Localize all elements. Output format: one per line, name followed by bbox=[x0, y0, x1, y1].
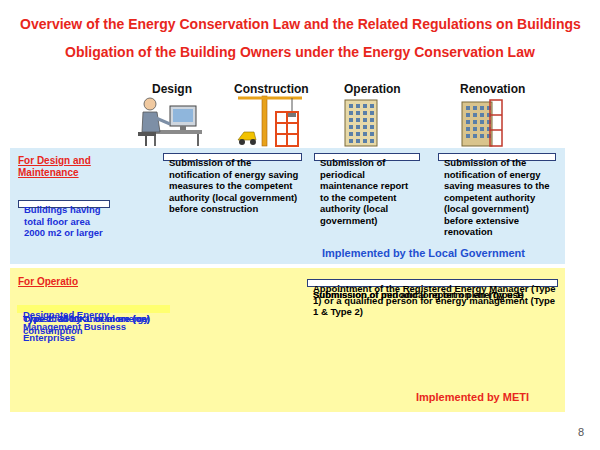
construction-icon bbox=[238, 96, 302, 146]
scope-box: Buildings having total floor area 2000 m… bbox=[18, 200, 110, 208]
building-icon bbox=[345, 100, 377, 146]
phase-label: Design bbox=[152, 82, 192, 96]
subtitle: Obligation of the Building Owners under … bbox=[65, 44, 535, 60]
phase-label: Renovation bbox=[460, 82, 525, 96]
renovation-icon bbox=[462, 100, 502, 146]
box-text: Appointment of the Registered Energy Man… bbox=[313, 283, 557, 318]
phase-label: Construction bbox=[234, 82, 309, 96]
band-heading: For Operatio bbox=[18, 276, 118, 288]
designer-icon bbox=[138, 98, 202, 146]
design-band: For Design and MaintenanceImplemented by… bbox=[10, 148, 565, 264]
page-number: 8 bbox=[578, 426, 584, 438]
scope-box: Designated Energy Management Business En… bbox=[17, 305, 170, 313]
implementer-note: Implemented by the Local Government bbox=[322, 247, 558, 260]
process-box: Appointment of the Registered Energy Man… bbox=[307, 279, 558, 287]
operation-band: For OperatioImplemented by METI Designate… bbox=[10, 268, 565, 412]
process-box: Submission of periodical maintenance rep… bbox=[314, 153, 420, 161]
implementer-note: Implemented by METI bbox=[416, 391, 556, 404]
box-text: Submission of periodical maintenance rep… bbox=[320, 157, 419, 226]
band-heading: For Design and Maintenance bbox=[18, 155, 118, 179]
box-text: Type 2: 1500KL or more (oe) bbox=[23, 313, 150, 325]
box-text: Buildings having total floor area 2000 m… bbox=[24, 204, 109, 239]
box-text: Submission of the notification of energy… bbox=[444, 157, 555, 238]
phase-label: Operation bbox=[344, 82, 401, 96]
box-text: Submission of mid and long term plan (Ty… bbox=[313, 289, 524, 301]
process-box: Submission of the notification of energy… bbox=[438, 153, 556, 161]
title: Overview of the Energy Conservation Law … bbox=[20, 16, 581, 32]
process-box: Submission of the notification of energy… bbox=[163, 153, 302, 161]
box-text: Submission of the notification of energy… bbox=[169, 157, 301, 215]
